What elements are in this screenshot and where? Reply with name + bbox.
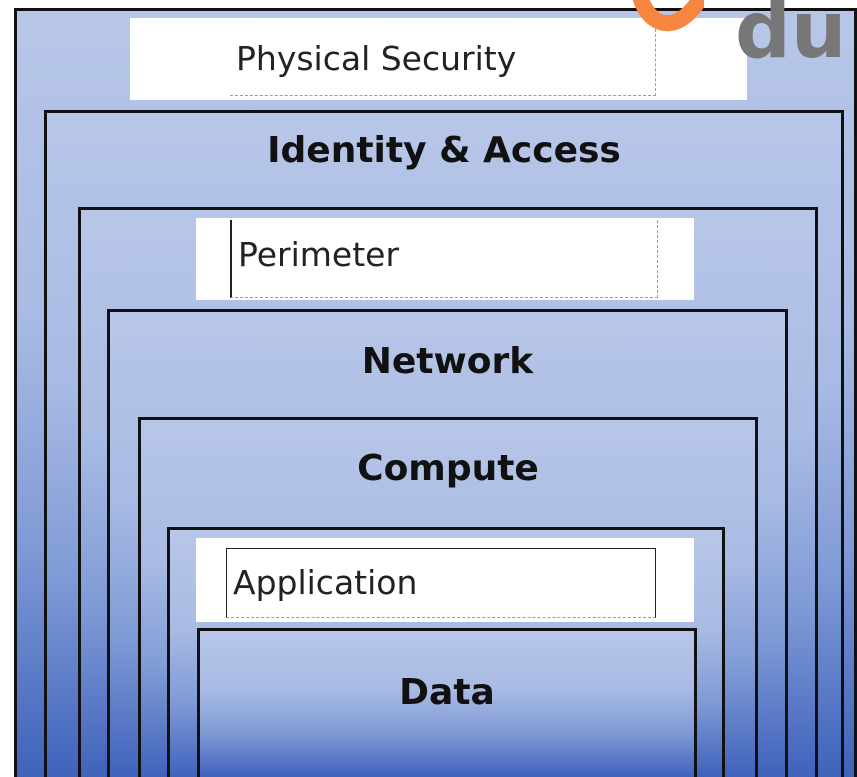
brand-logo-icon [632,0,704,32]
physical-security-label: Physical Security [230,24,656,96]
identity-access-title: Identity & Access [267,130,621,171]
brand-logo-text: du [735,0,847,76]
perimeter-label: Perimeter [230,220,658,298]
network-title: Network [361,341,534,382]
application-label: Application [226,548,656,618]
data-title: Data [399,672,495,713]
layer-data [197,628,697,777]
compute-title: Compute [357,448,539,489]
